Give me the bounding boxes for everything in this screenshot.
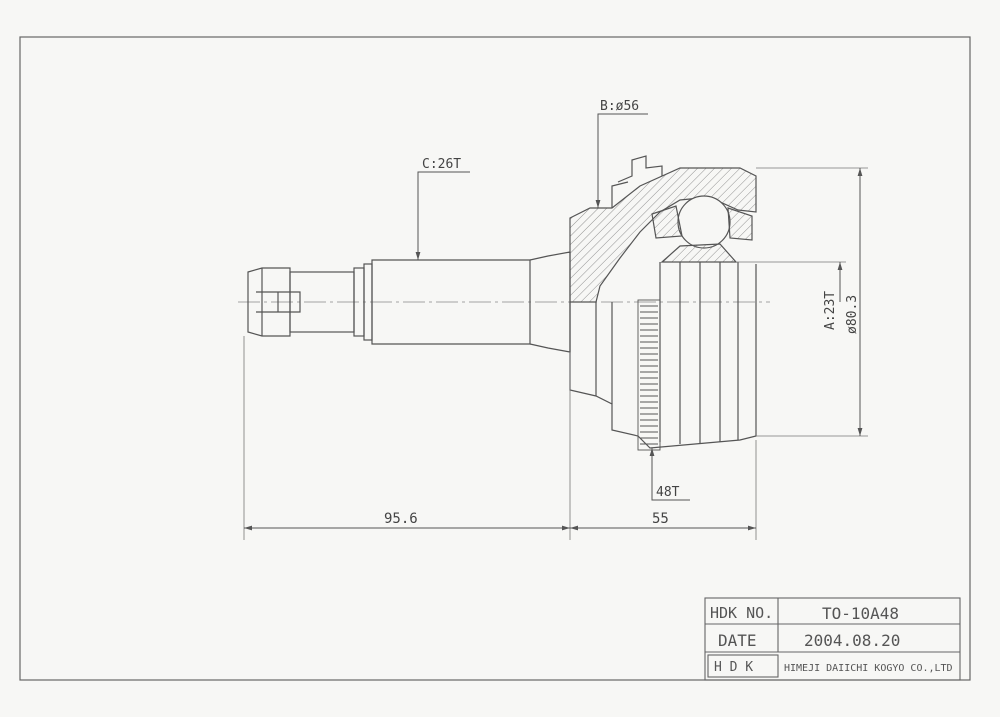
- extension-lines: [243, 167, 868, 540]
- leader-shaft-spline: [415, 171, 470, 260]
- title-date-label: DATE: [718, 631, 757, 650]
- title-date-value: 2004.08.20: [804, 631, 900, 650]
- label-abs-ring: 48T: [656, 485, 680, 500]
- label-inner-spline: A:23T: [823, 291, 838, 330]
- shaft-end: [247, 263, 373, 341]
- label-outer-length: 55: [652, 511, 669, 527]
- label-shaft-length: 95.6: [384, 511, 418, 527]
- leader-bore: [595, 113, 648, 208]
- label-shaft-spline: C:26T: [422, 157, 461, 172]
- label-bore: B:ø56: [600, 99, 639, 114]
- title-company: HIMEJI DAIICHI KOGYO CO.,LTD: [784, 663, 953, 674]
- title-block: [704, 597, 961, 681]
- title-part-no-label: HDK NO.: [710, 604, 773, 622]
- abs-ring: [637, 299, 661, 451]
- leader-abs-ring: [649, 448, 690, 501]
- drawing-border: [19, 36, 971, 681]
- title-logo: H D K: [714, 660, 753, 675]
- outer-housing: [569, 262, 757, 449]
- ball-cage: [651, 195, 753, 263]
- title-part-no-value: TO-10A48: [822, 604, 899, 623]
- label-outer-diameter: ø80.3: [845, 295, 860, 334]
